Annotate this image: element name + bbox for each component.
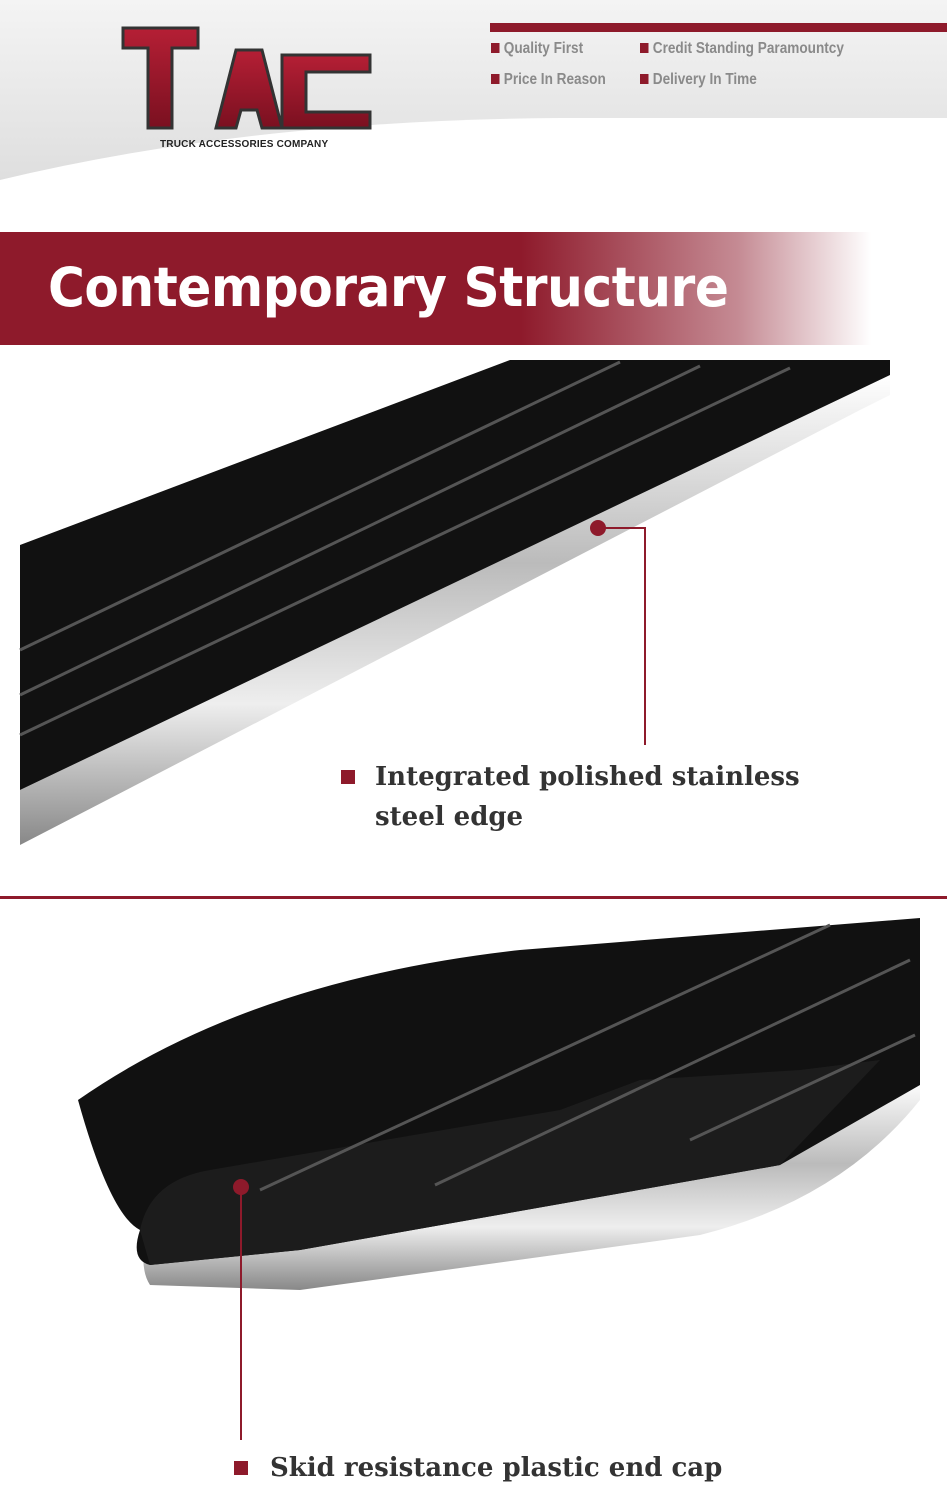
motto-item: Quality First [491,40,583,58]
feature-line: steel edge [375,802,524,832]
motto-item: Delivery In Time [640,71,757,89]
section-divider [0,896,947,899]
bullet-icon [491,43,500,53]
tac-logo [121,26,372,130]
feature-line: Skid resistance plastic end cap [270,1453,723,1483]
motto-item: Credit Standing Paramountcy [640,40,844,58]
motto-item: Price In Reason [491,71,606,89]
logo-subtitle: TRUCK ACCESSORIES COMPANY [160,139,329,150]
section-title: Contemporary Structure [48,256,729,319]
header-accent-bar [490,23,947,32]
header: TRUCK ACCESSORIES COMPANY Quality First … [0,0,947,200]
feature-bullet-icon [234,1461,248,1475]
section-banner [0,232,947,345]
callout-dot [590,520,606,536]
header-background [0,0,947,200]
feature-caption-end-cap: Skid resistance plastic end cap [270,1448,722,1488]
bullet-icon [640,74,649,84]
callout-line [598,527,646,745]
bullet-icon [491,74,500,84]
feature-bullet-icon [341,770,355,784]
callout-dot [233,1179,249,1195]
feature-line: Integrated polished stainless [375,762,800,792]
bullet-icon [640,43,649,53]
running-board-end-cap-image [78,918,921,1440]
feature-caption-stainless-edge: Integrated polished stainless steel edge [375,757,800,837]
